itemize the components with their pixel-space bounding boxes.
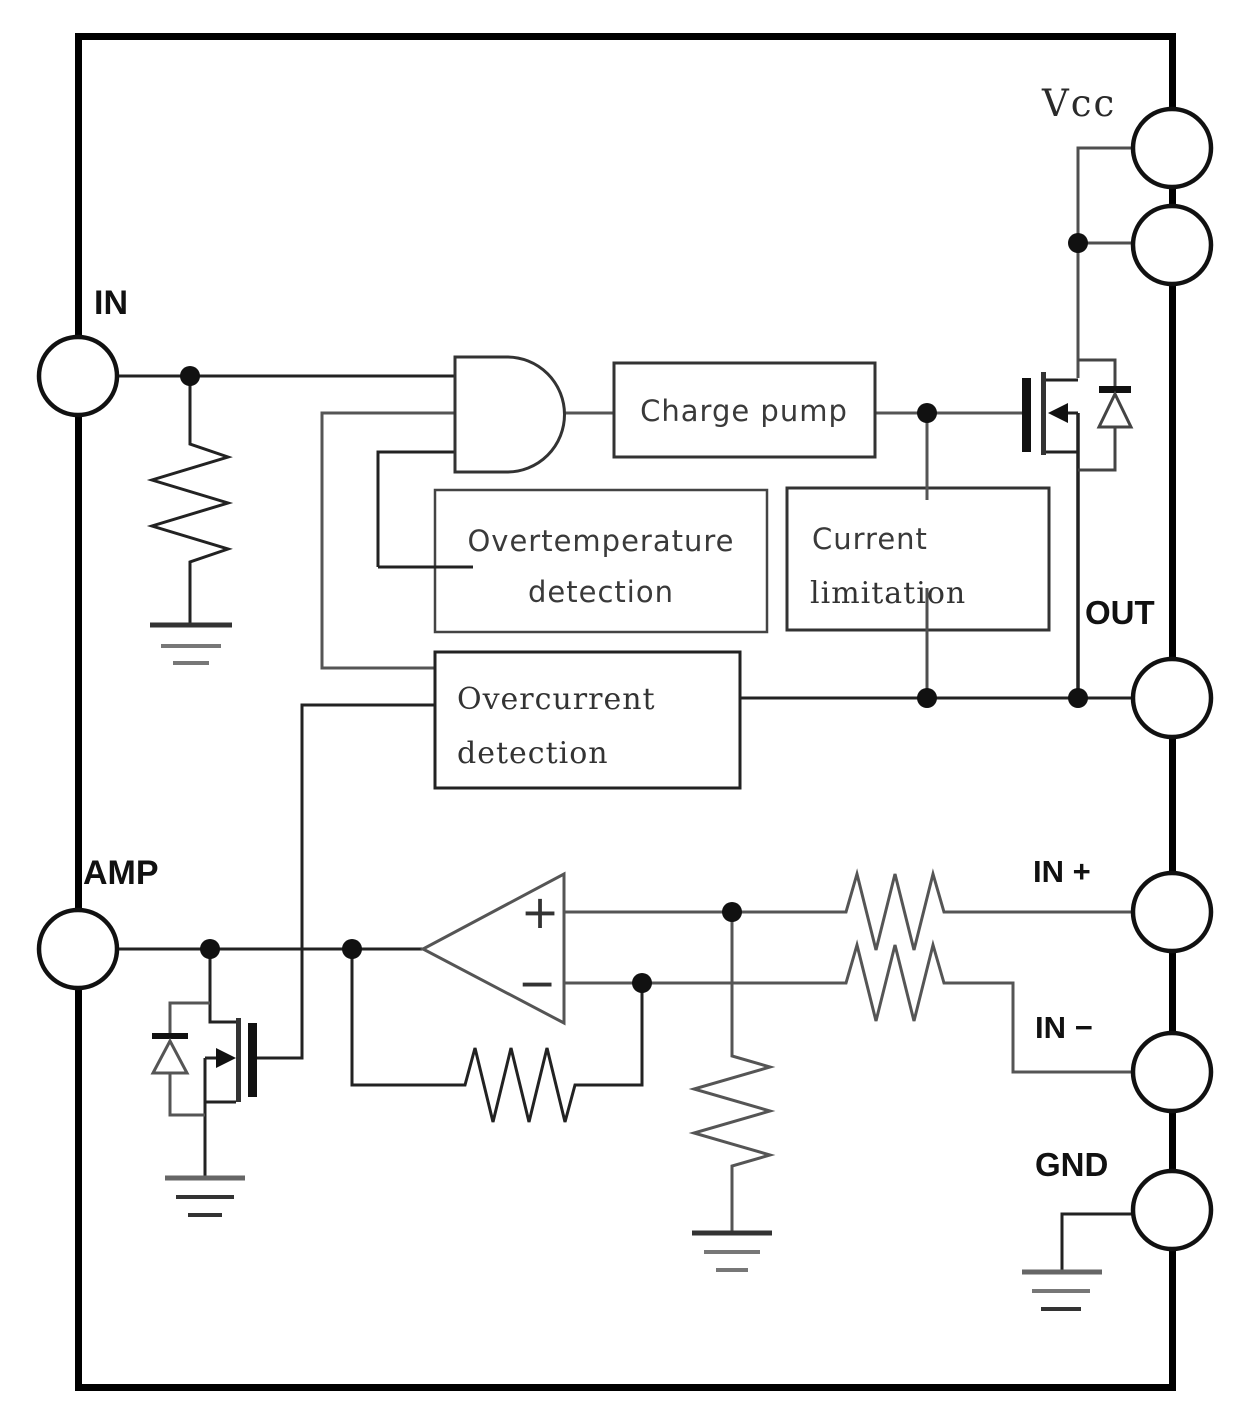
pin-vcc-2 [1130, 203, 1214, 287]
plus-node-ground-symbol [692, 1230, 772, 1272]
pin-vcc-1 [1130, 106, 1214, 190]
out-label: OUT [1085, 594, 1155, 631]
diode-top-wire [168, 1001, 210, 1033]
pin-circles [36, 106, 1214, 1252]
vcc-label: Vcc [1041, 82, 1116, 125]
mosfet-arrow [216, 1048, 236, 1068]
body-diode [168, 1001, 210, 1117]
and-gate-nets [320, 411, 614, 670]
overtemp-to-gate-wire [376, 450, 455, 567]
junction-dot [917, 688, 937, 708]
opamp [419, 871, 566, 1026]
in-minus-resistor-net [564, 939, 1172, 1074]
and-gate [453, 355, 566, 474]
pin-gnd [1130, 1168, 1214, 1252]
junction-dot [180, 366, 200, 386]
in-pulldown-resistor [146, 376, 234, 625]
junction-dot [722, 902, 742, 922]
body-diode [1078, 358, 1117, 472]
sense-mosfet [150, 949, 257, 1217]
pin-in-plus [1130, 870, 1214, 954]
channel-bar [236, 1018, 241, 1102]
junction-dot [200, 939, 220, 959]
current-limitation-block: Current limitation [785, 486, 1051, 632]
sense-ground-symbol [165, 1175, 245, 1217]
opamp-nets [350, 868, 1172, 1233]
overtemperature-label-line1: Overtemperature [467, 524, 734, 558]
mosfet-arrow [1048, 403, 1068, 423]
diode-bottom-wire [168, 1073, 205, 1117]
in-minus-label: IN − [1035, 1010, 1093, 1045]
current-limitation-box [785, 486, 1051, 632]
junction-dot [1068, 233, 1088, 253]
pin-in-minus [1130, 1030, 1214, 1114]
charge-pump-box [612, 361, 877, 459]
charge-pump-label: Charge pump [640, 394, 848, 428]
diode-cathode-bar [1099, 386, 1131, 393]
box-overlap-stubs [378, 413, 929, 698]
opamp-minus-label: − [518, 956, 557, 1010]
current-limitation-label-line2: limitation [810, 576, 966, 611]
junction-dot [342, 939, 362, 959]
diode-cathode-bar [152, 1033, 188, 1039]
overtemperature-box [433, 488, 769, 634]
overcurrent-label-line1: Overcurrent [457, 682, 656, 717]
in-ground-symbol [150, 622, 232, 665]
current-limitation-label-line1: Current [812, 522, 928, 556]
gnd-ground-symbol [1022, 1269, 1102, 1311]
diode-top-wire [1078, 358, 1117, 386]
overcurrent-to-sensefet-wire [257, 703, 435, 1060]
channel-bar [1041, 372, 1046, 455]
amp-label: AMP [83, 854, 159, 892]
in-label: IN [94, 284, 128, 322]
pin-amp [36, 907, 120, 991]
pin-in [36, 334, 120, 418]
junction-dot [632, 973, 652, 993]
in-plus-resistor-net [564, 868, 1172, 951]
junction-dots [180, 233, 1088, 993]
overtemperature-block: Overtemperature detection [433, 488, 769, 634]
overcurrent-box [433, 650, 742, 790]
pin-out [1130, 656, 1214, 740]
in-net [78, 374, 455, 625]
overcurrent-label-line2: detection [457, 736, 609, 771]
in-plus-label: IN + [1033, 854, 1091, 889]
output-mosfet [1022, 358, 1134, 698]
opamp-plus-label: + [521, 885, 560, 939]
gate-bar [248, 1023, 257, 1097]
feedback-resistor-net [350, 949, 644, 1123]
plus-node-ground-resistor [688, 912, 776, 1233]
overcurrent-block: Overcurrent detection [433, 650, 742, 790]
junction-dot [1068, 688, 1088, 708]
diode-triangle [150, 1037, 190, 1075]
junction-dot [917, 403, 937, 423]
overcurrent-to-gate-wire [320, 411, 455, 670]
diode-bottom-wire [1078, 427, 1117, 472]
gate-bar [1022, 378, 1031, 452]
charge-pump-block: Charge pump [612, 361, 877, 459]
gnd-label: GND [1035, 1146, 1108, 1183]
overtemperature-label-line2: detection [528, 575, 674, 609]
drain-wire [208, 949, 236, 1024]
diode-triangle [1096, 390, 1134, 429]
